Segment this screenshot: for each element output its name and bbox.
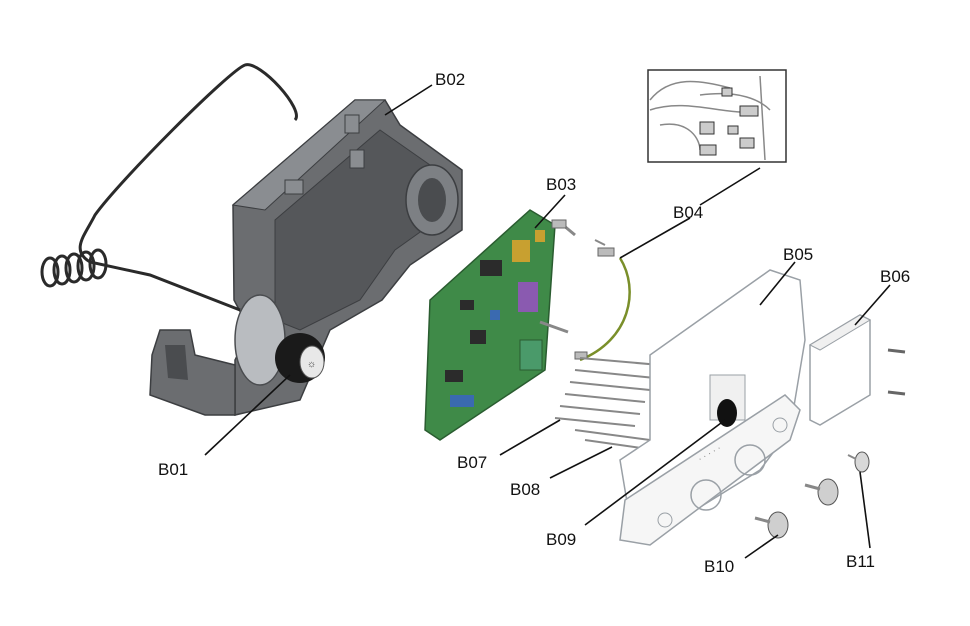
circuit-board-part — [424, 209, 569, 441]
label-b09: B09 — [546, 530, 576, 549]
label-b10: B10 — [704, 557, 734, 576]
label-b02: B02 — [435, 70, 465, 89]
leader-line-b04 — [619, 217, 691, 259]
leader-line-b01 — [204, 374, 291, 456]
label-b07: B07 — [457, 453, 487, 472]
electronic-module-part — [808, 314, 872, 426]
label-b04: B04 — [673, 203, 703, 222]
coiled-cable — [40, 63, 298, 312]
leader-line-b10 — [744, 534, 779, 559]
screw-part — [887, 348, 906, 396]
label-b11: B11 — [846, 552, 875, 571]
label-b06: B06 — [880, 267, 910, 286]
leader-line-b11 — [859, 471, 871, 549]
leader-line-b03 — [534, 194, 566, 229]
leader-line-b04-inset — [699, 167, 761, 206]
leader-line-b02 — [384, 84, 433, 116]
leader-line-b08 — [549, 446, 613, 479]
leader-line-b05 — [759, 261, 796, 306]
wiring-inset-box — [647, 69, 787, 163]
svg-text:☼: ☼ — [307, 359, 316, 370]
label-b03: B03 — [546, 175, 576, 194]
leader-line-b09 — [584, 419, 726, 526]
button-cap-part — [847, 451, 870, 473]
label-b01: B01 — [158, 460, 188, 479]
label-b08: B08 — [510, 480, 540, 499]
leader-line-b07 — [499, 419, 561, 456]
front-panel-part: · · · · · — [619, 269, 806, 546]
leader-line-b06 — [854, 284, 891, 326]
label-b05: B05 — [783, 245, 813, 264]
small-knob-part — [754, 478, 839, 539]
connector-pins-part — [554, 357, 661, 451]
ground-wire-part — [551, 219, 631, 362]
rotary-knob-part: ☼ — [234, 294, 325, 386]
